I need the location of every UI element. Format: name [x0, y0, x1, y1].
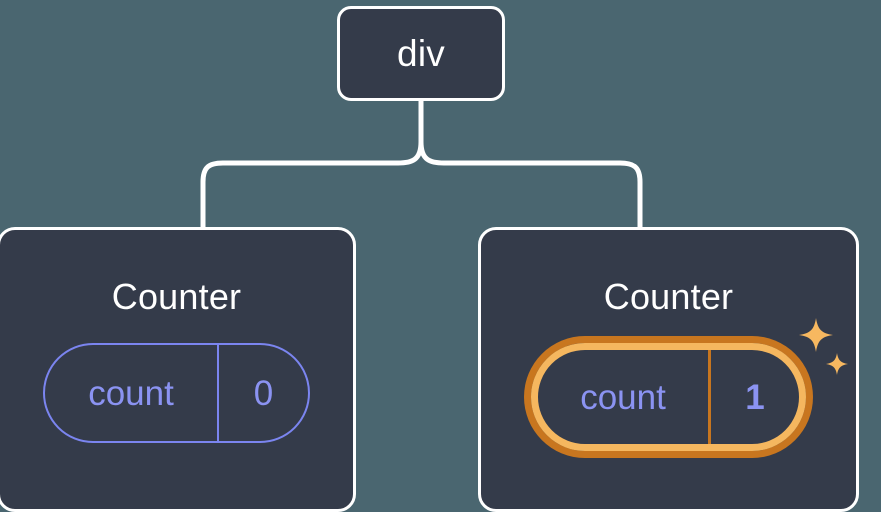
state-pill-left-wrap: count 0: [43, 343, 310, 443]
connector-path-right: [418, 139, 643, 230]
state-pill-left-value: 0: [253, 373, 274, 413]
state-pill-right-key: count: [580, 377, 666, 417]
connector-path-trunk: [200, 97, 424, 230]
node-counter-right[interactable]: Counter count 1: [478, 227, 859, 512]
state-pill-left-value-cell: 0: [217, 345, 308, 441]
node-div[interactable]: div: [337, 6, 505, 101]
state-pill-right-value: 1: [745, 377, 765, 417]
diagram-canvas: div Counter count 0 Counter count: [0, 6, 859, 512]
state-pill-right[interactable]: count 1: [531, 343, 806, 451]
node-counter-right-title: Counter: [603, 276, 734, 317]
state-pill-right-value-cell: 1: [708, 350, 799, 444]
node-counter-left[interactable]: Counter count 0: [0, 227, 356, 512]
state-pill-left-key-cell: count: [45, 345, 217, 441]
state-pill-right-wrap: count 1: [531, 343, 806, 451]
state-pill-left-key: count: [88, 373, 174, 413]
node-div-label: div: [397, 33, 445, 74]
state-pill-left[interactable]: count 0: [43, 343, 310, 443]
state-pill-right-key-cell: count: [538, 350, 708, 444]
node-counter-left-title: Counter: [111, 276, 242, 317]
